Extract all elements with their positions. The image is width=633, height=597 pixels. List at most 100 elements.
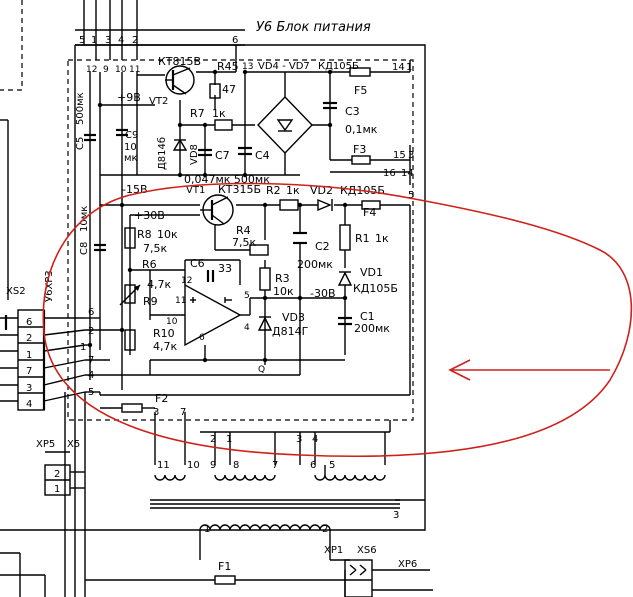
- xp6-label: XP6: [398, 559, 417, 570]
- minus30-label: -30В: [310, 287, 336, 300]
- resistor-r9: [124, 284, 136, 304]
- r9-ref: R9: [143, 295, 158, 308]
- plus9-label: +9В: [117, 91, 141, 104]
- r9-value: 4,7к: [147, 278, 171, 291]
- pin-label: 1: [26, 350, 32, 361]
- xs2-connector: [0, 119, 46, 411]
- pin-label: 5: [244, 291, 250, 301]
- pin-label: 2: [88, 326, 94, 337]
- xs2-label: XS2: [6, 286, 26, 297]
- pin-label: 7: [88, 355, 94, 366]
- c3-ref: C3: [345, 105, 360, 118]
- capacitor-c8: [94, 243, 106, 252]
- bottom-wiring: [85, 412, 433, 597]
- vt2-ref: VT2: [149, 96, 168, 107]
- r45-ref: R45: [217, 60, 239, 73]
- r10-value: 4,7к: [153, 340, 177, 353]
- r1-ref: R1: [355, 232, 370, 245]
- f5-ref: F5: [354, 84, 367, 97]
- uxs-label: У6ХР3: [44, 270, 55, 302]
- r3-ref: R3: [275, 272, 290, 285]
- diode-vd2: [317, 198, 333, 212]
- vd1-type: КД105Б: [353, 282, 398, 295]
- lower-circuit-wires: [100, 204, 411, 396]
- capacitor-c3: [323, 101, 337, 110]
- pin-label: 9: [210, 460, 216, 471]
- c3-value: 0,1мк: [345, 123, 378, 136]
- c9-value: 10: [124, 142, 137, 153]
- resistor-r2: [279, 199, 299, 211]
- vt2-type: КТ815В: [158, 55, 201, 68]
- pin-label: 11: [175, 296, 186, 306]
- resistor-r10: [124, 329, 136, 351]
- junction-dots: [87, 69, 348, 363]
- bottom-row2-pins: 11 10 9 8 7 6 5: [157, 460, 335, 471]
- c5-ref: C5: [75, 137, 86, 150]
- pin-label: 2: [26, 333, 32, 344]
- r6-value: 7,5к: [143, 242, 167, 255]
- pin-label: 4: [244, 323, 250, 333]
- pin-label: 3: [153, 407, 159, 418]
- c9-ref: C9: [125, 130, 138, 141]
- r1-value: 1к: [375, 232, 389, 245]
- capacitor-c4: [238, 146, 252, 156]
- pin-label: 10: [166, 317, 178, 327]
- pin-label: 3: [26, 383, 32, 394]
- diode-bridge: [257, 95, 313, 155]
- pin-label: 16: [383, 168, 396, 179]
- pin-label-3-right: 3: [393, 510, 399, 521]
- xs2-pin-labels: 6 2 1 7 3 4: [26, 317, 32, 410]
- primary-winding: [199, 524, 331, 531]
- vt1-type: КТ315Б: [218, 183, 261, 196]
- pin-label: 5: [329, 460, 335, 471]
- f2-ref: F2: [155, 392, 168, 405]
- pin-label: 6: [26, 317, 32, 328]
- f2-pins: 3 7: [153, 407, 186, 418]
- pin-label: 4: [312, 434, 318, 445]
- pin-label: 4: [26, 399, 32, 410]
- pin-label: 1: [226, 434, 232, 445]
- pin-label: 1: [406, 62, 412, 73]
- f4-ref: F4: [363, 206, 376, 219]
- xs6-connector: [344, 559, 373, 597]
- pin-label: 6: [232, 35, 238, 46]
- pin-label: 7: [180, 407, 186, 418]
- c4-ref: C4: [255, 149, 270, 162]
- r7-ref: R7: [190, 107, 205, 120]
- c2-value: 200мк: [297, 258, 333, 271]
- r2-ref: R2: [266, 184, 281, 197]
- red-annotation: [42, 182, 633, 458]
- r2-value: 1к: [286, 184, 300, 197]
- pin-label: 14: [401, 168, 414, 179]
- pin-label: 10: [187, 460, 200, 471]
- pin-label: 2: [322, 524, 328, 535]
- r45-value: 47: [222, 83, 236, 96]
- x5-connector: [44, 451, 85, 496]
- pin-label: 3: [105, 35, 111, 46]
- fuse-f5: [349, 67, 371, 77]
- winding-pins: 1 2: [204, 524, 328, 535]
- pin-label: 11: [157, 460, 170, 471]
- vd3-ref: VD3: [282, 311, 305, 324]
- q-label: Q: [258, 365, 265, 375]
- pin-label: 3: [296, 434, 302, 445]
- pin-label: 5: [79, 35, 85, 46]
- r8-value: 10к: [157, 228, 178, 241]
- capacitor-c9: [116, 128, 128, 137]
- x5-pins: 2 1: [54, 469, 60, 495]
- x5-label: X5: [67, 439, 80, 450]
- pin-label: 4: [118, 35, 124, 46]
- r10-ref: R10: [153, 327, 175, 340]
- resistor-r1: [339, 224, 351, 251]
- resistor-r8: [124, 227, 136, 249]
- pin-label: 2: [210, 434, 216, 445]
- upper-circuit-wires: [89, 45, 411, 390]
- pin-label: 1: [54, 484, 60, 495]
- resistor-r45: [209, 83, 221, 99]
- r7-value: 1к: [212, 107, 226, 120]
- r4-ref: R4: [236, 224, 251, 237]
- transistor-vt2: [165, 65, 195, 95]
- pin-label: 2: [54, 469, 60, 480]
- r3-value: 10к: [273, 285, 294, 298]
